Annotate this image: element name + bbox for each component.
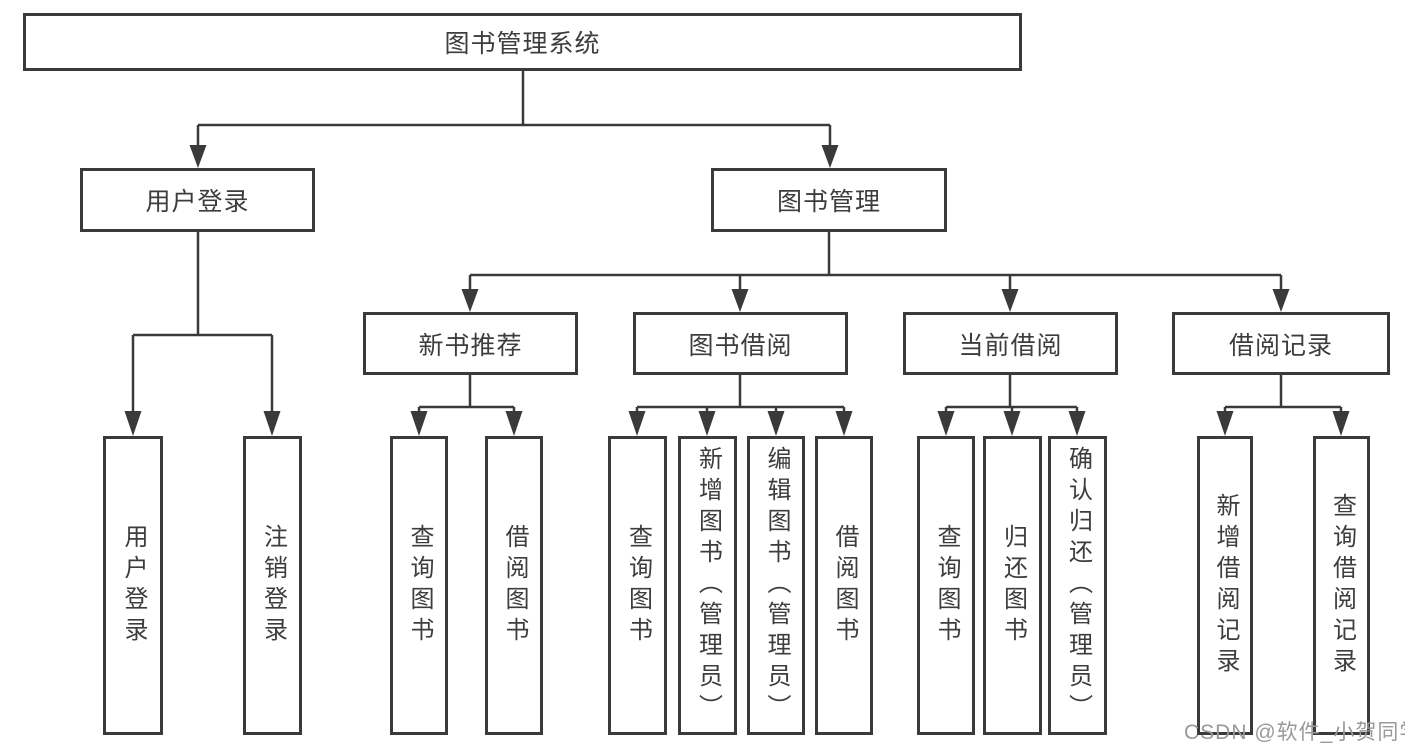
node-book-mgmt-label: 图书管理 (776, 188, 881, 216)
node-borrow-records: 借阅记录 (1172, 312, 1390, 375)
leaf-current-query: 查询图书 (917, 436, 975, 735)
leaf-newbooks-query-label: 查询图书 (406, 523, 433, 648)
node-book-borrow: 图书借阅 (633, 312, 848, 375)
node-current-borrow: 当前借阅 (903, 312, 1118, 375)
arrowheads (124, 145, 1350, 436)
leaf-record-query-label: 查询借阅记录 (1328, 492, 1356, 679)
node-root: 图书管理系统 (23, 13, 1022, 71)
leaf-current-query-label: 查询图书 (933, 523, 960, 648)
leaf-logout: 注销登录 (243, 436, 302, 735)
leaf-newbooks-borrow: 借阅图书 (485, 436, 543, 735)
leaf-record-query: 查询借阅记录 (1313, 436, 1370, 735)
leaf-newbooks-query: 查询图书 (390, 436, 448, 735)
node-root-label: 图书管理系统 (444, 30, 601, 58)
leaf-borrow-add-label: 新增图书（管理员） (694, 446, 722, 725)
node-new-books: 新书推荐 (363, 312, 578, 375)
node-user-login: 用户登录 (80, 168, 315, 232)
leaf-borrow-edit-label: 编辑图书（管理员） (763, 446, 790, 725)
node-new-books-label: 新书推荐 (418, 331, 523, 360)
leaf-borrow-add: 新增图书（管理员） (678, 436, 737, 735)
leaf-borrow-borrow-label: 借阅图书 (831, 523, 858, 648)
leaf-current-return-label: 归还图书 (999, 523, 1027, 648)
leaf-current-confirm-label: 确认归还（管理员） (1064, 446, 1092, 725)
node-borrow-records-label: 借阅记录 (1228, 331, 1333, 360)
csdn-watermark: CSDN @软件_小贺同学 (1184, 721, 1405, 744)
leaf-borrow-edit: 编辑图书（管理员） (747, 436, 805, 735)
leaf-user-login: 用户登录 (103, 436, 163, 735)
leaf-borrow-borrow: 借阅图书 (815, 436, 873, 735)
leaf-borrow-query: 查询图书 (608, 436, 667, 735)
node-user-login-label: 用户登录 (145, 188, 250, 216)
leaf-borrow-query-label: 查询图书 (624, 523, 652, 648)
leaf-current-return: 归还图书 (983, 436, 1042, 735)
leaf-record-add: 新增借阅记录 (1197, 436, 1253, 735)
node-current-borrow-label: 当前借阅 (958, 331, 1063, 360)
leaf-current-confirm: 确认归还（管理员） (1048, 436, 1107, 735)
leaf-logout-label: 注销登录 (259, 523, 287, 648)
node-book-mgmt: 图书管理 (711, 168, 947, 232)
node-book-borrow-label: 图书借阅 (688, 331, 793, 360)
leaf-record-add-label: 新增借阅记录 (1212, 492, 1239, 679)
leaf-user-login-label: 用户登录 (120, 523, 147, 648)
leaf-newbooks-borrow-label: 借阅图书 (501, 523, 528, 648)
